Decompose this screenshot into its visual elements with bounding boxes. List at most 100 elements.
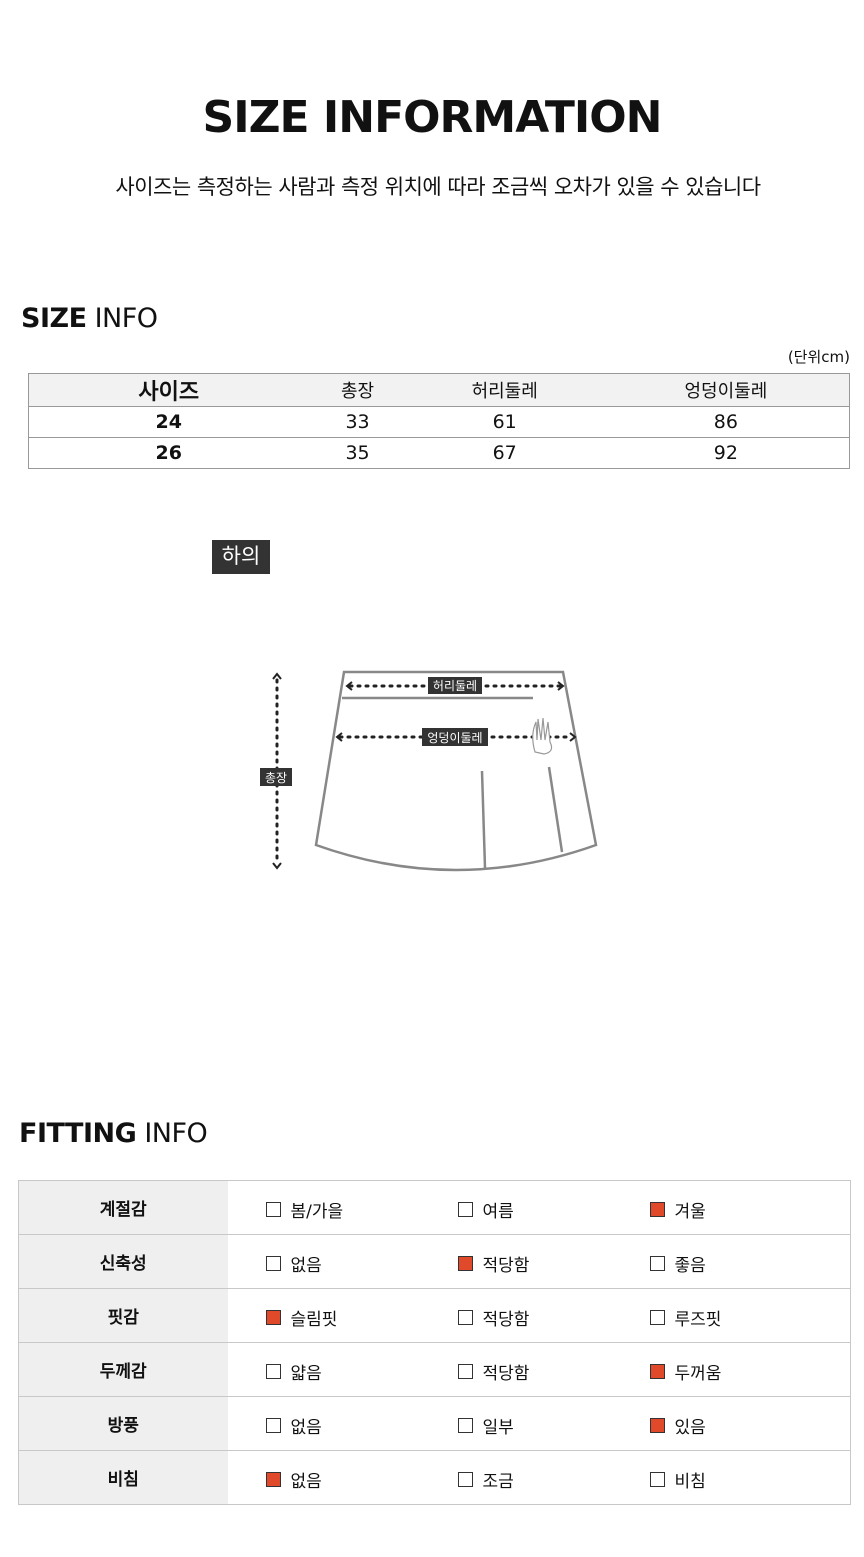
fitting-option[interactable]: 루즈핏 — [649, 1305, 722, 1330]
fitting-option[interactable]: 조금 — [457, 1467, 514, 1492]
option-label: 없음 — [290, 1418, 322, 1438]
fitting-label: 계절감 — [18, 1180, 228, 1235]
option-label: 루즈핏 — [674, 1310, 722, 1330]
checked-box-icon[interactable] — [649, 1418, 665, 1433]
waist-label: 허리둘레 — [433, 679, 477, 693]
fitting-option[interactable]: 비침 — [649, 1467, 706, 1492]
fitting-option[interactable]: 없음 — [265, 1467, 322, 1492]
fitting-options: 봄/가을 여름 겨울 — [227, 1180, 851, 1235]
fitting-options: 얇음 적당함 두꺼움 — [227, 1342, 851, 1397]
fitting-row: 방풍 없음 일부 있음 — [18, 1396, 851, 1451]
checkbox-icon[interactable] — [457, 1472, 473, 1487]
fitting-option[interactable]: 적당함 — [457, 1305, 529, 1330]
size-info-heading: SIZE INFO — [21, 303, 158, 334]
fitting-option[interactable]: 두꺼움 — [649, 1359, 722, 1384]
option-label: 두꺼움 — [674, 1364, 722, 1384]
fitting-label: 두께감 — [18, 1342, 228, 1397]
checkbox-icon[interactable] — [649, 1256, 665, 1271]
option-label: 얇음 — [290, 1364, 322, 1384]
checkbox-icon[interactable] — [457, 1310, 473, 1325]
length-label: 총장 — [265, 771, 287, 785]
fitting-label: 신축성 — [18, 1234, 228, 1289]
table-row: 26 35 67 92 — [28, 437, 850, 469]
option-label: 여름 — [482, 1202, 514, 1222]
fitting-option[interactable]: 없음 — [265, 1413, 322, 1438]
table-cell: 61 — [406, 406, 603, 438]
fitting-option[interactable]: 일부 — [457, 1413, 514, 1438]
fitting-options: 없음 일부 있음 — [227, 1396, 851, 1451]
fitting-label: 방풍 — [18, 1396, 228, 1451]
fitting-option[interactable]: 있음 — [649, 1413, 706, 1438]
checked-box-icon[interactable] — [265, 1472, 281, 1487]
fitting-option[interactable]: 얇음 — [265, 1359, 322, 1384]
fitting-option[interactable]: 적당함 — [457, 1359, 530, 1384]
fitting-option[interactable]: 슬림핏 — [265, 1305, 338, 1330]
fitting-option[interactable]: 없음 — [265, 1251, 322, 1276]
arrow-heads-icon — [272, 672, 577, 870]
bottoms-tag: 하의 — [212, 540, 270, 574]
fitting-options: 슬림핏 적당함 루즈핏 — [227, 1288, 851, 1343]
fitting-options: 없음 조금 비침 — [227, 1450, 851, 1505]
checked-box-icon[interactable] — [649, 1202, 665, 1217]
fitting-row: 신축성 없음 적당함 좋음 — [18, 1234, 851, 1289]
header-cell: 총장 — [308, 373, 407, 407]
checkbox-icon[interactable] — [265, 1418, 281, 1433]
table-row: 24 33 61 86 — [28, 406, 850, 438]
checkbox-icon[interactable] — [457, 1202, 473, 1217]
option-label: 적당함 — [482, 1256, 530, 1276]
option-label: 비침 — [674, 1472, 706, 1492]
checkbox-icon[interactable] — [649, 1310, 665, 1325]
checkbox-icon[interactable] — [457, 1418, 473, 1433]
checkbox-icon[interactable] — [649, 1472, 665, 1487]
fitting-row: 두께감 얇음 적당함 두꺼움 — [18, 1342, 851, 1397]
checkbox-icon[interactable] — [457, 1364, 473, 1379]
table-header-row: 사이즈 총장 허리둘레 엉덩이둘레 — [28, 373, 850, 407]
fitting-option[interactable]: 여름 — [457, 1197, 514, 1222]
skirt-diagram: 허리둘레 엉덩이둘레 총장 — [260, 670, 598, 872]
table-cell: 26 — [28, 437, 309, 469]
page-subtitle: 사이즈는 측정하는 사람과 측정 위치에 따라 조금씩 오차가 있을 수 있습니… — [115, 175, 761, 199]
fitting-option[interactable]: 겨울 — [649, 1197, 706, 1222]
header-cell: 허리둘레 — [406, 373, 603, 407]
fitting-option[interactable]: 좋음 — [649, 1251, 706, 1276]
unit-label: (단위cm) — [787, 348, 850, 366]
checkbox-icon[interactable] — [265, 1202, 281, 1217]
size-table: 사이즈 총장 허리둘레 엉덩이둘레 24 33 61 86 26 35 67 9… — [28, 373, 850, 469]
heading-bold: FITTING — [19, 1118, 137, 1149]
table-cell: 33 — [308, 406, 407, 438]
table-cell: 24 — [28, 406, 309, 438]
hip-label: 엉덩이둘레 — [427, 731, 482, 745]
option-label: 좋음 — [674, 1256, 706, 1276]
table-cell: 92 — [602, 437, 850, 469]
heading-bold: SIZE — [21, 303, 87, 334]
checked-box-icon[interactable] — [649, 1364, 665, 1379]
hand-icon — [532, 717, 553, 755]
measure-lines — [275, 678, 574, 864]
checkbox-icon[interactable] — [265, 1364, 281, 1379]
header-cell: 엉덩이둘레 — [602, 373, 850, 407]
option-label: 슬림핏 — [290, 1310, 338, 1330]
option-label: 있음 — [674, 1418, 706, 1438]
option-label: 없음 — [290, 1256, 322, 1276]
option-label: 적당함 — [482, 1364, 530, 1384]
checked-box-icon[interactable] — [265, 1310, 281, 1325]
fitting-row: 비침 없음 조금 비침 — [18, 1450, 851, 1505]
header-cell: 사이즈 — [28, 373, 309, 407]
fitting-label: 비침 — [18, 1450, 228, 1505]
option-label: 없음 — [290, 1472, 322, 1492]
checkbox-icon[interactable] — [265, 1256, 281, 1271]
table-cell: 86 — [602, 406, 850, 438]
fitting-info-heading: FITTING INFO — [19, 1118, 208, 1149]
page-title: SIZE INFORMATION — [202, 92, 663, 143]
heading-rest: INFO — [86, 303, 158, 334]
option-label: 봄/가을 — [290, 1202, 344, 1222]
fitting-option[interactable]: 적당함 — [457, 1251, 530, 1276]
fitting-row: 계절감 봄/가을 여름 겨울 — [18, 1180, 851, 1235]
fitting-option[interactable]: 봄/가을 — [265, 1197, 344, 1222]
checked-box-icon[interactable] — [457, 1256, 473, 1271]
option-label: 겨울 — [674, 1202, 706, 1222]
option-label: 일부 — [482, 1418, 514, 1438]
table-cell: 67 — [406, 437, 603, 469]
